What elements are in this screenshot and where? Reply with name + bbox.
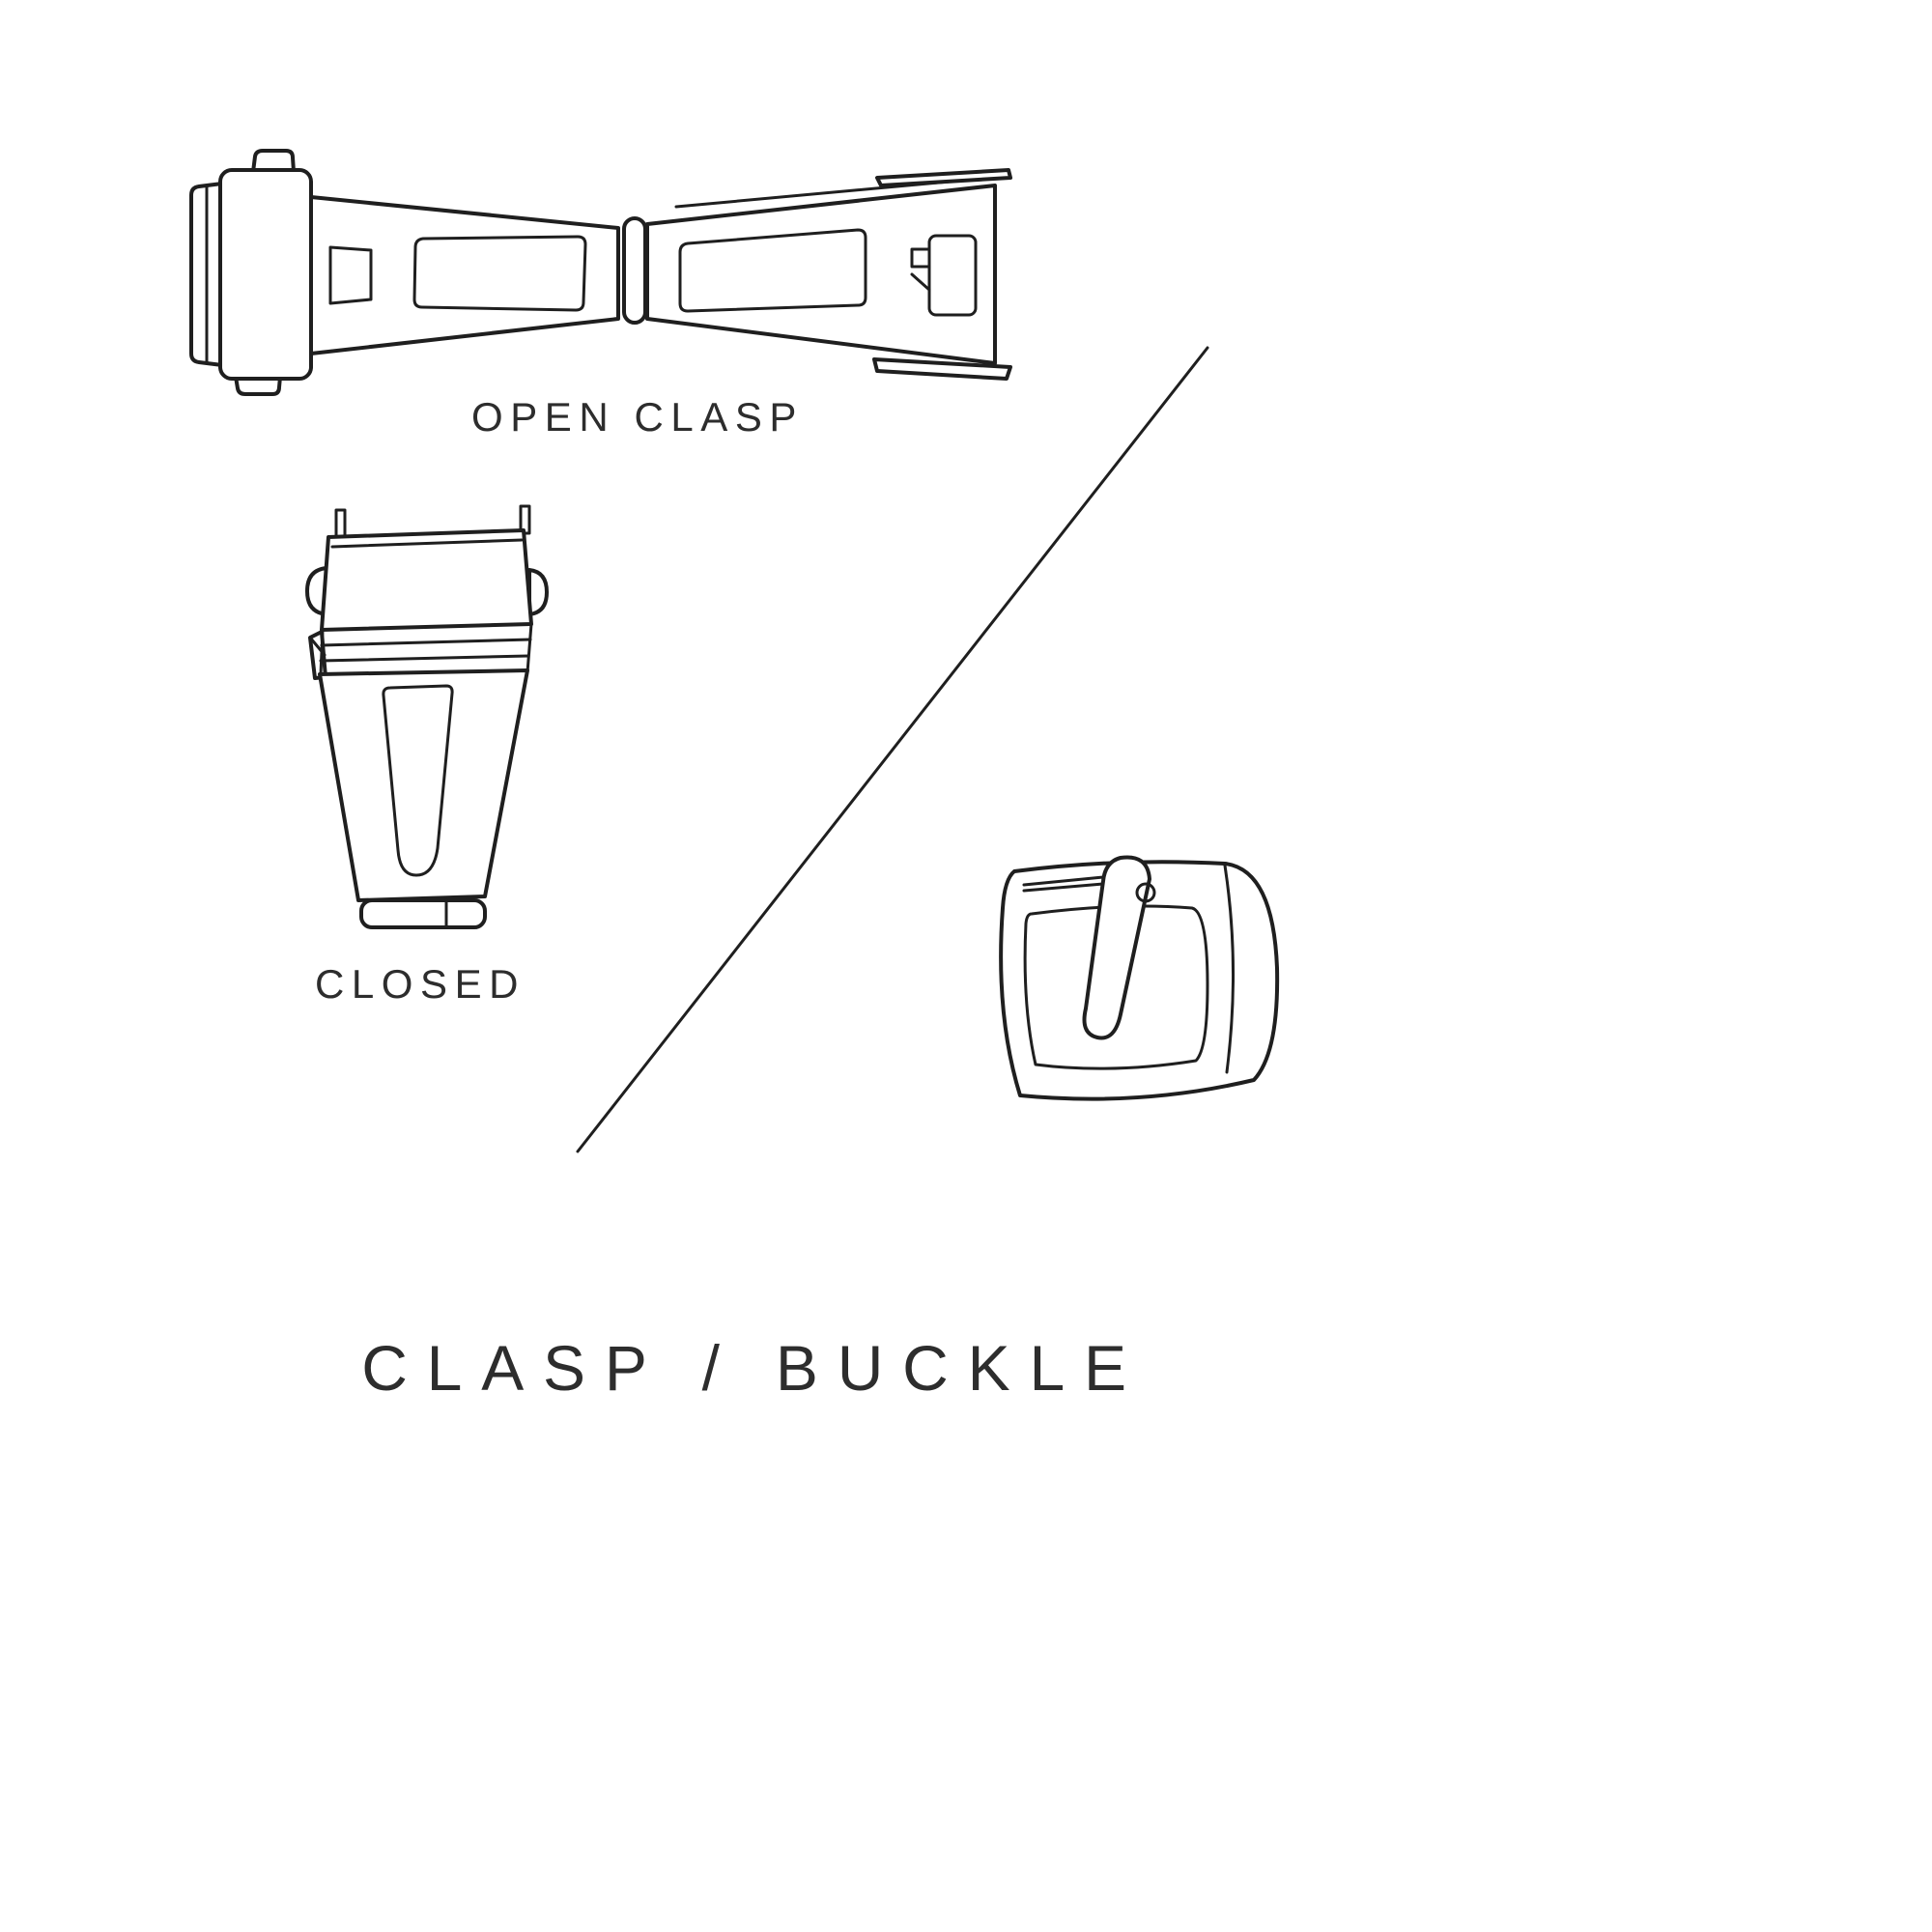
open-clasp-right-arm-inner-window	[678, 228, 867, 313]
closed-clasp-left-ear	[305, 566, 328, 616]
open-clasp-label: OPEN CLASP	[470, 394, 805, 440]
open-clasp-left-arm-inner-window	[412, 235, 587, 312]
buckle-frame-outer	[999, 860, 1280, 1101]
open-clasp-left-plate-top-tab	[251, 149, 296, 174]
closed-clasp-left-prong	[334, 508, 347, 539]
buckle-frame-inner	[1023, 904, 1209, 1070]
open-clasp-left-plate	[218, 168, 313, 381]
closed-clasp-band-line-2	[319, 654, 530, 663]
open-clasp-hinge	[622, 216, 647, 325]
buckle-prong	[1082, 855, 1151, 1040]
open-clasp-right-latch-tick	[910, 272, 931, 292]
closed-clasp-icon	[305, 504, 549, 929]
open-clasp-right-arm	[645, 184, 997, 365]
open-clasp-left-arm-notch	[328, 245, 373, 305]
closed-clasp-top-cover-edge	[330, 538, 524, 549]
open-clasp-left-arm	[309, 195, 620, 355]
open-clasp-right-latch-tab	[910, 247, 931, 269]
open-clasp-right-bottom-cap	[872, 357, 1012, 381]
buckle-prong-ring	[1135, 882, 1156, 903]
open-clasp-right-latch	[927, 234, 978, 317]
open-clasp-left-plate-bottom-tab	[234, 375, 282, 396]
closed-clasp-base-bar	[359, 898, 487, 929]
buckle-frame-thickness	[1223, 864, 1236, 1074]
closed-clasp-right-ear	[527, 568, 549, 616]
closed-clasp-label: CLOSED	[314, 961, 526, 1007]
buckle-spring-bar	[1022, 875, 1105, 893]
buckle-icon	[999, 855, 1280, 1101]
open-clasp-icon	[189, 149, 1012, 396]
diagram-title: CLASP / BUCKLE	[361, 1332, 1146, 1404]
closed-clasp-band-side-right	[526, 622, 533, 674]
closed-clasp-body-inner-window	[382, 684, 454, 877]
closed-clasp-body	[318, 668, 529, 902]
divider-line-icon	[576, 346, 1209, 1153]
open-clasp-right-top-cap	[875, 168, 1012, 187]
closed-clasp-band-side-left	[319, 628, 325, 676]
closed-clasp-band-line-1	[320, 638, 532, 647]
